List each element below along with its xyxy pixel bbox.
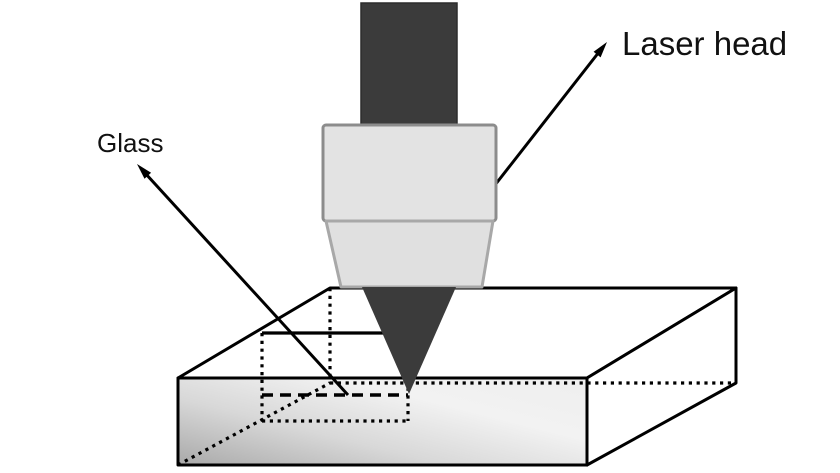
glass-arrowhead-icon [137, 164, 152, 179]
glass-arrow-line [143, 171, 350, 397]
glass-annotation-arrow [137, 164, 350, 397]
laser-head-annotation-arrow [493, 42, 607, 186]
glass-label: Glass [97, 128, 163, 158]
laser-focus-cone [362, 287, 456, 394]
laser-beam-column [360, 2, 458, 128]
laser-nozzle [324, 219, 495, 289]
laser-head-arrow-line [493, 51, 601, 186]
hidden-edge-bottom-depth [177, 381, 331, 467]
glass-front-face [176, 376, 589, 467]
laser-head-body [321, 123, 498, 223]
glass-block [176, 286, 738, 467]
laser-head-label: Laser head [622, 25, 787, 62]
laser-head-arrowhead-icon [593, 42, 607, 58]
laser-head-assembly [321, 2, 498, 394]
